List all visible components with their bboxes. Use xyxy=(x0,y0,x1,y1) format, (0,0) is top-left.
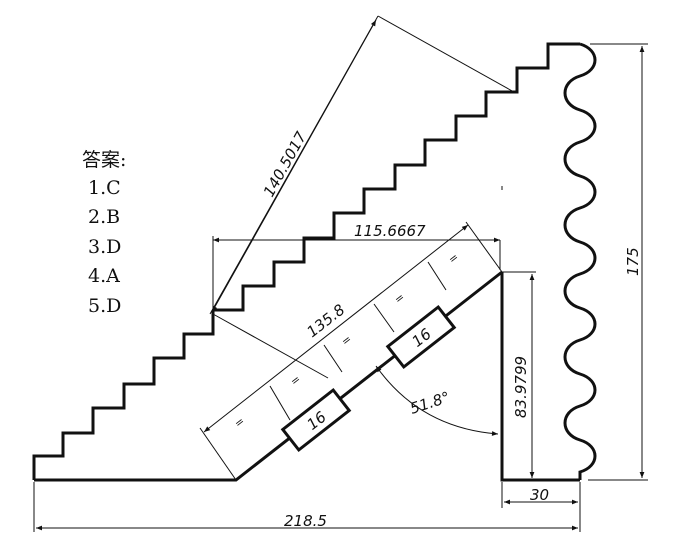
top-width-dim: 115.6667 xyxy=(354,222,426,240)
equal-mark: = xyxy=(339,332,354,348)
equal-mark: = xyxy=(392,290,407,306)
lower-block: 16 xyxy=(280,387,352,453)
stair-slope-dim: 140.5017 xyxy=(260,128,311,200)
answer-item: 3.D xyxy=(88,236,121,258)
right-support xyxy=(500,272,580,482)
total-width-dim: 218.5 xyxy=(284,512,327,530)
equal-mark: = xyxy=(446,250,461,266)
upper-block: 16 xyxy=(385,304,457,370)
base-right-dim: 30 xyxy=(530,486,549,504)
answer-item: 2.B xyxy=(88,206,120,228)
dimension-lines xyxy=(33,15,648,532)
answer-block: 答案: 1.C 2.B 3.D 4.A 5.D xyxy=(82,149,126,317)
answer-heading: 答案: xyxy=(82,149,126,171)
equal-mark: = xyxy=(232,414,247,430)
answer-item: 1.C xyxy=(88,177,121,199)
inner-height-dim: 83.9799 xyxy=(512,356,530,418)
angle-dim: 51.8° xyxy=(408,388,452,418)
lower-staircase xyxy=(32,310,215,480)
answer-item: 5.D xyxy=(88,295,121,317)
wavy-edge xyxy=(563,42,597,480)
equal-mark: = xyxy=(288,372,303,388)
total-height-dim: 175 xyxy=(624,247,642,276)
answer-item: 4.A xyxy=(88,265,120,287)
